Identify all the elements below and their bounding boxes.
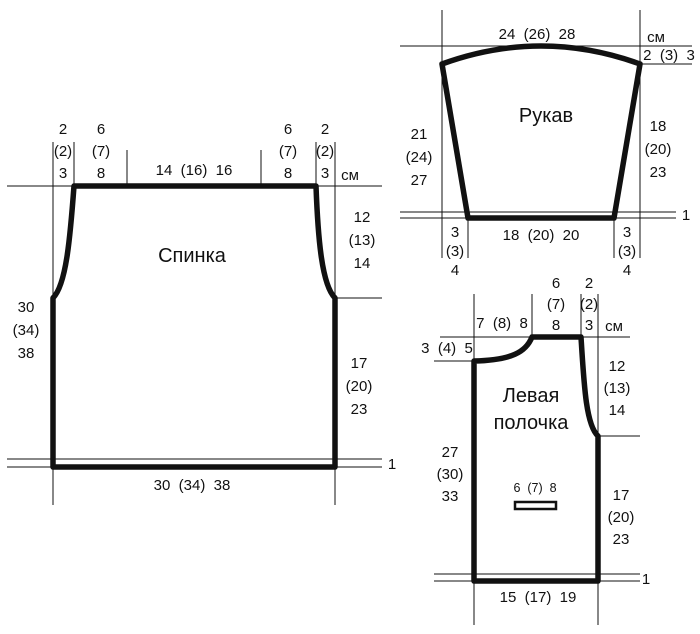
front-hem-label: 1 <box>642 571 650 588</box>
sleeve-title: Рукав <box>519 105 573 127</box>
sleeve-unit-label: см <box>647 29 665 46</box>
sleeve-left-height-2: (24) <box>406 149 433 166</box>
sleeve-hem-label: 1 <box>682 207 690 224</box>
front-armhole-3: 14 <box>609 402 626 419</box>
back-outline <box>50 183 338 470</box>
front-shoulder-1: 6 <box>552 275 560 292</box>
front-side-1: 17 <box>613 487 630 504</box>
back-armhole-1: 12 <box>354 209 371 226</box>
back-unit-label: см <box>341 167 359 184</box>
back-left-shoulder-2: (7) <box>92 143 110 160</box>
sleeve-right-height-3: 23 <box>650 164 667 181</box>
back-side-2: (20) <box>346 378 373 395</box>
front-shoulder-3: 8 <box>552 317 560 334</box>
back-hem-label: 1 <box>388 456 396 473</box>
front-edge-1: 2 <box>585 275 593 292</box>
pocket-slot <box>513 500 558 511</box>
front-armhole-2: (13) <box>604 380 631 397</box>
back-armhole-2: (13) <box>349 232 376 249</box>
back-neck-width: 14 (16) 16 <box>156 162 233 179</box>
sleeve-right-inc-1: 3 <box>623 224 631 241</box>
sleeve-right-height-1: 18 <box>650 118 667 135</box>
back-side-1: 17 <box>351 355 368 372</box>
front-height-2: (30) <box>437 466 464 483</box>
front-unit-label: см <box>605 318 623 335</box>
back-left-shoulder-3: 8 <box>97 165 105 182</box>
front-outline <box>471 334 601 584</box>
sleeve-piece: Рукав 24 (26) 28 см 2 (3) 3 21 (24) 27 1… <box>400 10 695 279</box>
front-armhole-1: 12 <box>609 358 626 375</box>
back-right-shoulder-2: (7) <box>279 143 297 160</box>
back-right-edge-2: (2) <box>316 143 334 160</box>
back-right-edge-1: 2 <box>321 121 329 138</box>
front-neck-drop: 3 (4) 5 <box>421 340 473 357</box>
sleeve-left-inc-1: 3 <box>451 224 459 241</box>
sleeve-left-height-1: 21 <box>411 126 428 143</box>
back-left-edge-3: 3 <box>59 165 67 182</box>
pocket-label: 6 (7) 8 <box>513 481 556 495</box>
front-top-left-label: 7 (8) 8 <box>476 315 528 332</box>
back-height-3: 38 <box>18 345 35 362</box>
back-right-edge-3: 3 <box>321 165 329 182</box>
sleeve-cap-label: 2 (3) 3 <box>643 47 695 64</box>
front-title-line1: Левая <box>503 385 560 407</box>
back-armhole-3: 14 <box>354 255 371 272</box>
sleeve-outline <box>439 43 643 221</box>
front-shoulder-2: (7) <box>547 296 565 313</box>
front-piece: Левая полочка 7 (8) 8 6 (7) 8 2 (2) 3 см… <box>421 275 650 625</box>
back-piece: Спинка 2 (2) 3 6 (7) 8 14 (16) 16 6 (7) … <box>7 121 396 505</box>
front-edge-2: (2) <box>580 296 598 313</box>
front-height-3: 33 <box>442 488 459 505</box>
sleeve-left-inc-3: 4 <box>451 262 459 279</box>
back-right-shoulder-1: 6 <box>284 121 292 138</box>
front-width-label: 15 (17) 19 <box>500 589 577 606</box>
sleeve-top-width: 24 (26) 28 <box>499 26 576 43</box>
back-left-shoulder-1: 6 <box>97 121 105 138</box>
sleeve-bottom-width: 18 (20) 20 <box>503 227 580 244</box>
back-left-edge-1: 2 <box>59 121 67 138</box>
back-left-edge-2: (2) <box>54 143 72 160</box>
back-side-3: 23 <box>351 401 368 418</box>
back-height-1: 30 <box>18 299 35 316</box>
back-right-shoulder-3: 8 <box>284 165 292 182</box>
front-title-line2: полочка <box>494 412 570 434</box>
back-width-label: 30 (34) 38 <box>154 477 231 494</box>
back-height-2: (34) <box>13 322 40 339</box>
front-side-3: 23 <box>613 531 630 548</box>
sleeve-right-inc-3: 4 <box>623 262 631 279</box>
sleeve-right-inc-2: (3) <box>618 243 636 260</box>
sleeve-right-height-2: (20) <box>645 141 672 158</box>
front-side-2: (20) <box>608 509 635 526</box>
back-title: Спинка <box>158 245 227 267</box>
front-edge-3: 3 <box>585 317 593 334</box>
sleeve-left-inc-2: (3) <box>446 243 464 260</box>
sleeve-left-height-3: 27 <box>411 172 428 189</box>
front-height-1: 27 <box>442 444 459 461</box>
